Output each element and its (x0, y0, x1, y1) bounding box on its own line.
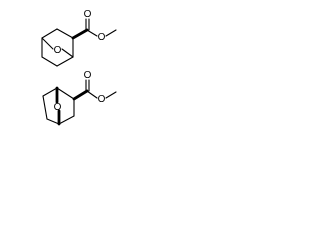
structure-canvas: O O O O O O (41, 9, 117, 126)
m2-bond-c2-c1 (42, 87, 58, 97)
m2-ester-oxygen-label: O (98, 94, 106, 105)
m1-ester-oxygen-label: O (98, 32, 106, 43)
m2-bond-c6-c5 (46, 118, 60, 125)
m1-bond-oester-me (105, 29, 117, 37)
m1-bond-c-oester (86, 29, 98, 37)
m2-bridge-oxygen-label: O (54, 102, 62, 113)
m1-carbonyl-oxygen-label: O (84, 9, 92, 20)
molecule-2: O O O (42, 70, 117, 126)
m2-bond-c-oester (86, 90, 98, 99)
m1-bond-o-c4 (61, 48, 74, 58)
m1-bond-c2-c3 (56, 28, 74, 39)
m2-carbonyl-oxygen-label: O (84, 70, 92, 81)
m1-bond-c5-c6 (41, 56, 58, 67)
m2-bond-c3-c2 (56, 87, 75, 100)
m1-bond-c1-o (41, 37, 54, 50)
molecule-1: O O O (41, 9, 117, 67)
m2-wedge-bond (72, 89, 89, 101)
m1-bond-c1-c2 (41, 28, 58, 39)
m1-wedge-bond (71, 28, 89, 40)
m1-bond-c4-c5 (56, 56, 74, 67)
m2-bond-oester-me (105, 91, 117, 99)
m1-bridge-oxygen-label: O (54, 45, 62, 56)
m2-bond-c1-c6 (42, 95, 48, 120)
m2-bond-c5-c4 (58, 115, 75, 125)
